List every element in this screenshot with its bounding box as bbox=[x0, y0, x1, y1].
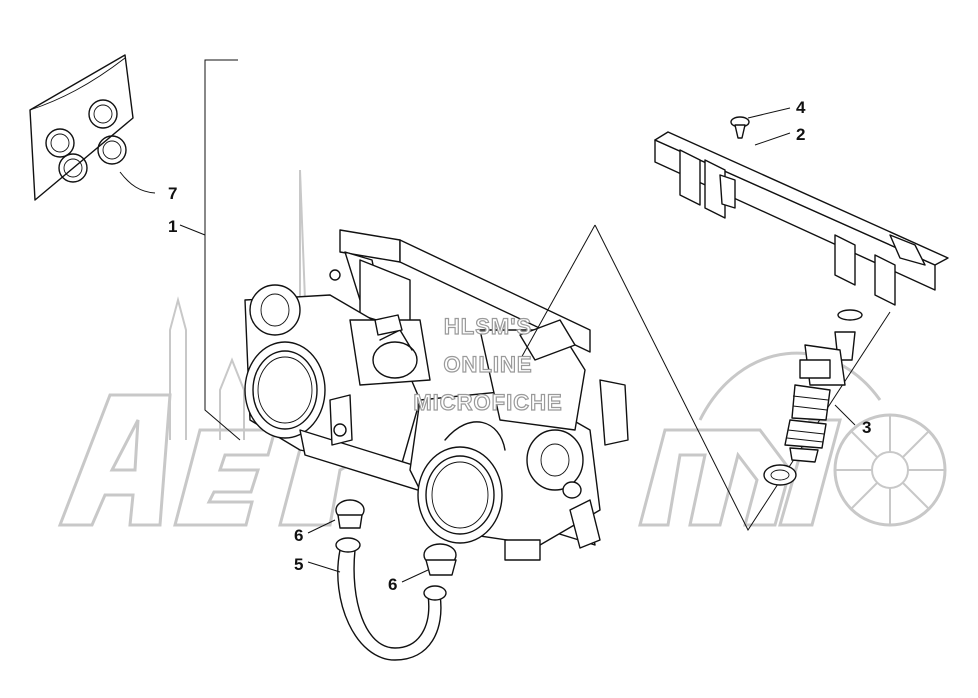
callout-2: 2 bbox=[796, 125, 805, 144]
callout-3: 3 bbox=[862, 418, 871, 437]
fuel-rail bbox=[654, 131, 949, 306]
watermark-line-3: MICROFICHE bbox=[413, 390, 562, 415]
watermark-line-1: HLSM'S bbox=[444, 314, 532, 339]
callout-6-lower: 6 bbox=[388, 575, 397, 594]
callout-5: 5 bbox=[294, 555, 303, 574]
callout-4: 4 bbox=[796, 98, 806, 117]
throttle-body-assembly bbox=[244, 229, 629, 561]
fuel-injector bbox=[763, 309, 863, 486]
callout-7: 7 bbox=[168, 184, 177, 203]
callout-1: 1 bbox=[168, 217, 177, 236]
gasket-plate bbox=[29, 54, 134, 201]
watermark-logo bbox=[57, 169, 947, 527]
screw bbox=[730, 116, 750, 139]
watermark-line-2: ONLINE bbox=[443, 352, 532, 377]
hose bbox=[335, 537, 447, 661]
callout-6-upper: 6 bbox=[294, 526, 303, 545]
hose-clamp-lower bbox=[423, 543, 457, 576]
callout-leaders bbox=[119, 107, 856, 583]
hose-clamp-upper bbox=[335, 499, 365, 529]
